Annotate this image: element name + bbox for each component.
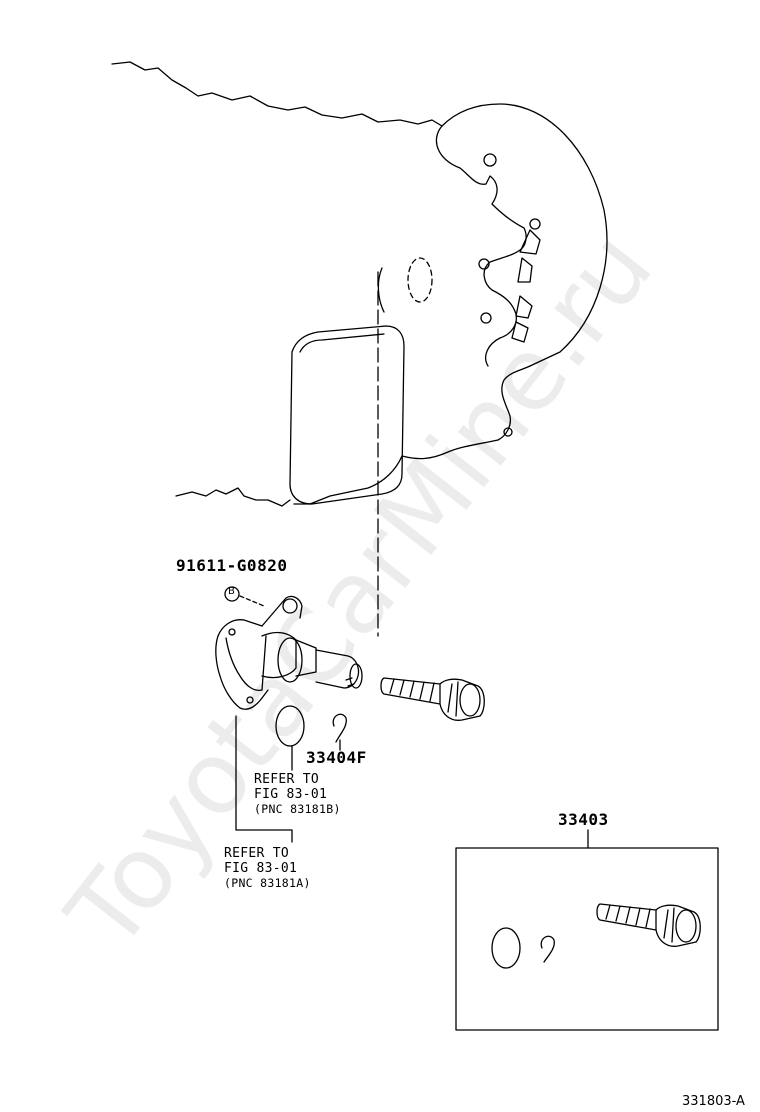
bolt-tag-circle — [224, 586, 240, 602]
kit-box — [455, 847, 719, 1031]
kit-part-number: 33403 — [558, 810, 609, 829]
refer-note-a: REFER TO FIG 83-01 (PNC 83181A) — [224, 846, 311, 891]
transmission-case — [111, 61, 608, 637]
kit-o-ring — [491, 927, 521, 969]
refer-a-line2: FIG 83-01 — [224, 861, 298, 876]
refer-a-line1: REFER TO — [224, 846, 290, 861]
speedometer-sleeve — [215, 595, 363, 710]
refer-b-line2: FIG 83-01 — [254, 787, 328, 802]
leader-refer-a — [235, 715, 293, 843]
clip — [332, 713, 347, 743]
illustration-code: 331803-A — [682, 1094, 745, 1109]
kit-clip — [540, 935, 555, 963]
bolt-tag-letter: B — [228, 586, 235, 597]
refer-a-line3: (PNC 83181A) — [224, 876, 311, 890]
bolt-part-number: 91611-G0820 — [176, 556, 288, 575]
speedometer-drive-gear — [380, 677, 485, 721]
bolt-leader — [239, 595, 265, 607]
o-ring — [275, 705, 305, 747]
pinion-part-number: 33404F — [306, 748, 367, 767]
refer-b-line1: REFER TO — [254, 772, 320, 787]
refer-note-b: REFER TO FIG 83-01 (PNC 83181B) — [254, 772, 341, 817]
kit-drive-gear — [596, 903, 701, 947]
refer-b-line3: (PNC 83181B) — [254, 802, 341, 816]
